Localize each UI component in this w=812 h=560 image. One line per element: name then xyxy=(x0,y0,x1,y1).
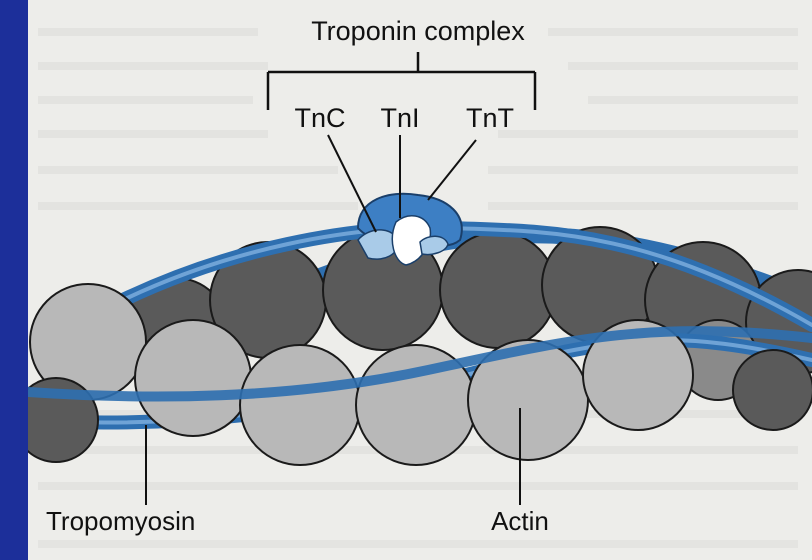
troponin-complex-shape xyxy=(358,194,462,265)
label-tnt: TnT xyxy=(466,103,514,133)
label-tnc: TnC xyxy=(294,103,345,133)
label-actin: Actin xyxy=(491,506,549,536)
label-tropomyosin: Tropomyosin xyxy=(46,506,195,536)
tnt-leader-line xyxy=(428,140,476,200)
diagram-page: Troponin complex TnC TnI TnT Tropomyosin… xyxy=(28,0,812,560)
tnc-leader-line xyxy=(328,135,376,232)
tni-subunit-lobe xyxy=(420,236,448,254)
label-troponin-complex: Troponin complex xyxy=(311,16,525,46)
label-tni: TnI xyxy=(380,103,419,133)
thin-filament-diagram: Troponin complex TnC TnI TnT Tropomyosin… xyxy=(28,0,812,560)
troponin-bracket xyxy=(268,52,535,110)
